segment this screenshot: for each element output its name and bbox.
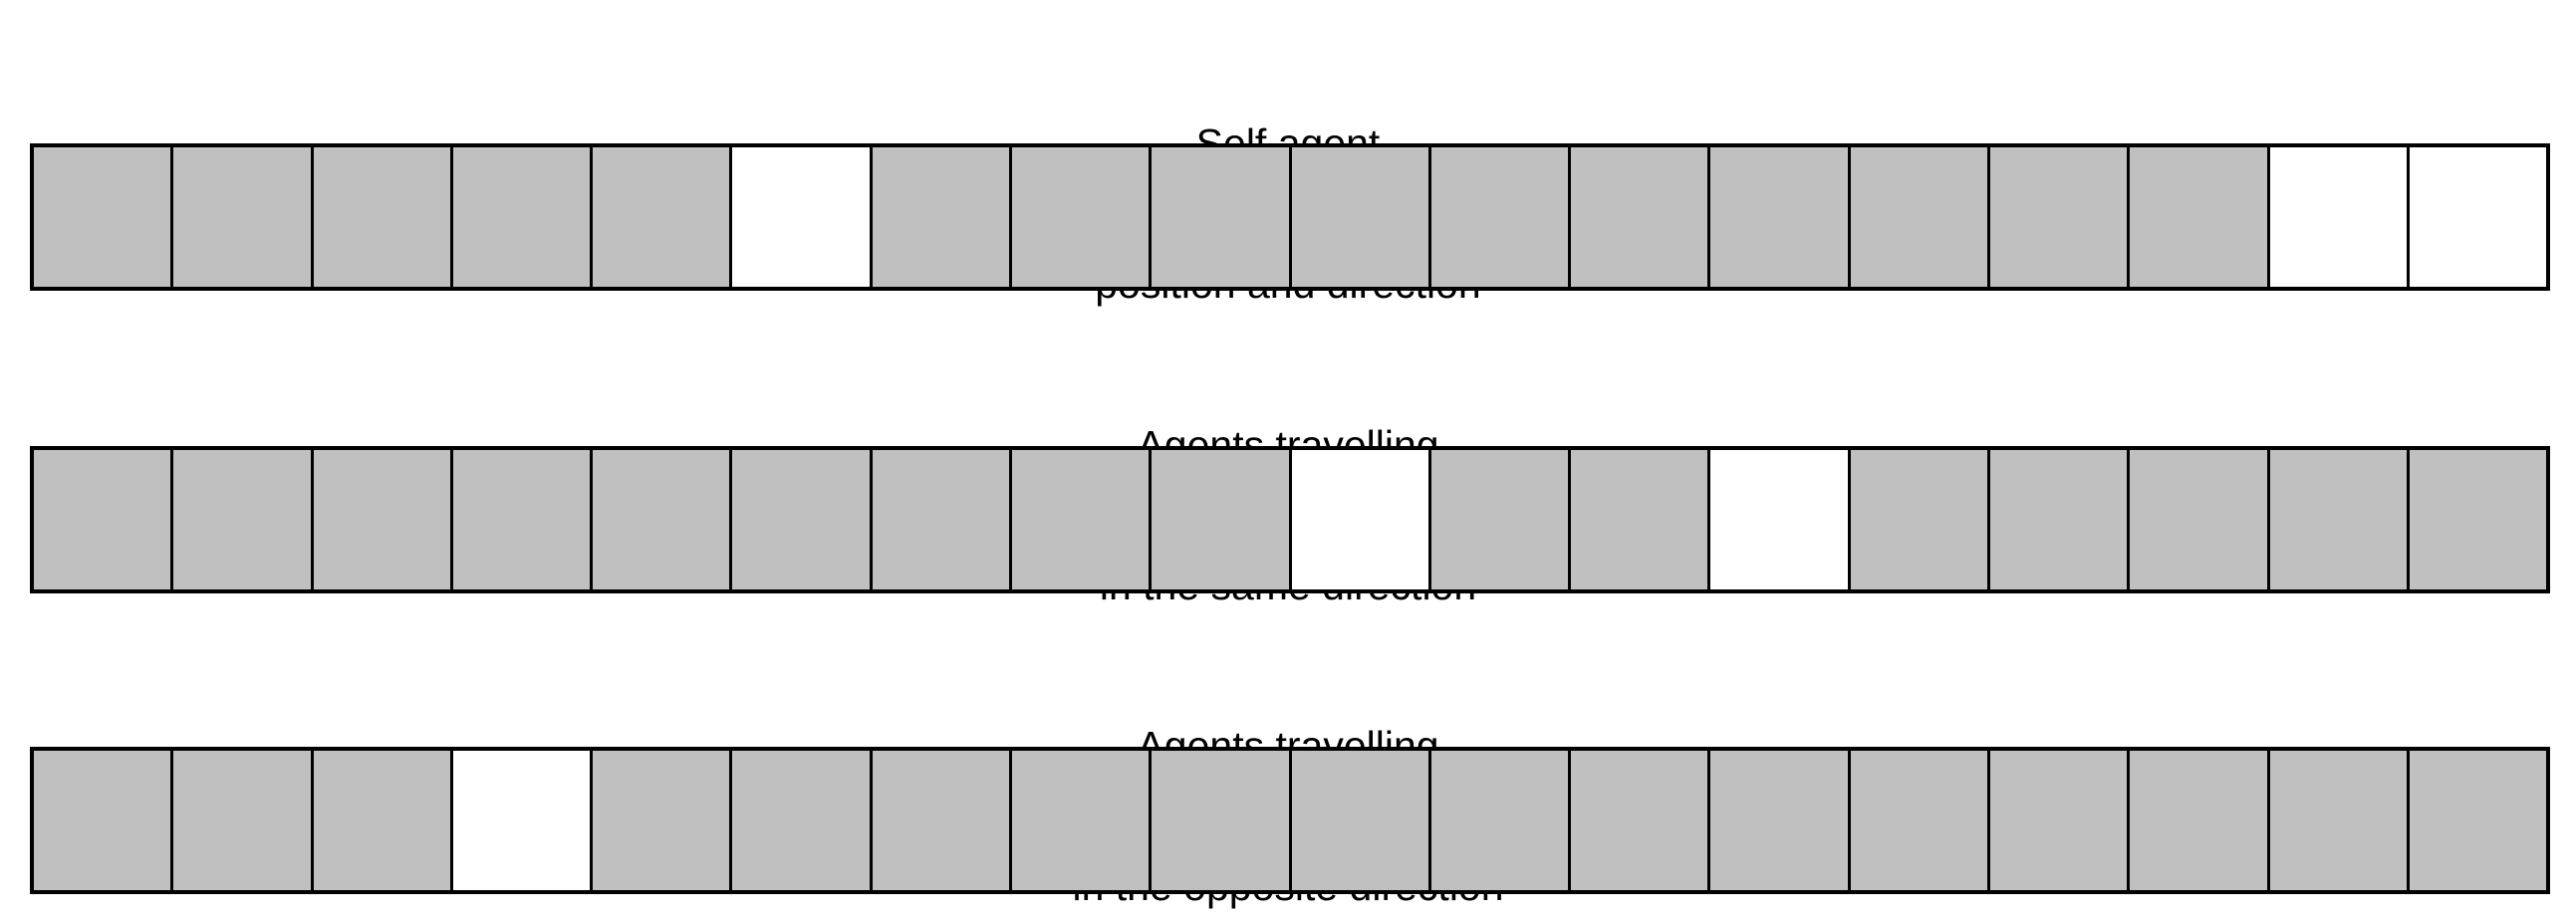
grid-cell-occupied [2266,447,2410,592]
grid-cell-occupied [1707,144,1851,290]
grid-cell-occupied [1986,748,2131,893]
grid-cell-occupied [310,144,453,290]
grid-cell-occupied [590,447,733,592]
grid-cell-occupied [449,447,594,592]
grid-cell-occupied [1986,447,2131,592]
grid-cell-empty [1707,447,1851,592]
grid-cell-occupied [1427,447,1572,592]
grid-cell-occupied [1986,144,2131,290]
grid-cell-occupied [1847,144,1990,290]
grid-cell-empty [1288,447,1431,592]
grid-cell-occupied [170,447,314,592]
grid-cell-occupied [310,447,453,592]
occupancy-row-same-direction [30,446,2550,593]
grid-cell-empty [729,144,873,290]
grid-cell-occupied [1847,748,1990,893]
grid-cell-empty [2406,144,2550,290]
grid-cell-occupied [1568,144,1711,290]
grid-cell-occupied [2406,447,2550,592]
grid-cell-occupied [1847,447,1990,592]
grid-cell-occupied [1149,447,1292,592]
grid-cell-occupied [1008,447,1153,592]
occupancy-row-self-agent [30,143,2550,291]
grid-cell-occupied [869,144,1012,290]
grid-cell-empty [2266,144,2410,290]
grid-cell-occupied [869,748,1012,893]
grid-cell-occupied [2127,144,2270,290]
grid-cell-occupied [2406,748,2550,893]
grid-cell-occupied [170,748,314,893]
grid-cell-occupied [869,447,1012,592]
grid-cell-occupied [310,748,453,893]
grid-cell-occupied [729,748,873,893]
grid-cell-occupied [449,144,594,290]
occupancy-row-opposite-direction [30,747,2550,894]
grid-cell-occupied [31,144,174,290]
grid-cell-occupied [2266,748,2410,893]
grid-cell-occupied [1427,144,1572,290]
grid-cell-occupied [170,144,314,290]
grid-cell-occupied [31,447,174,592]
grid-cell-occupied [1008,748,1153,893]
grid-cell-occupied [31,748,174,893]
grid-cell-occupied [1707,748,1851,893]
grid-cell-occupied [1149,144,1292,290]
grid-cell-occupied [2127,748,2270,893]
grid-cell-occupied [1568,748,1711,893]
grid-cell-occupied [590,748,733,893]
grid-cell-occupied [1008,144,1153,290]
grid-cell-empty [449,748,594,893]
grid-cell-occupied [590,144,733,290]
grid-cell-occupied [1288,748,1431,893]
grid-cell-occupied [2127,447,2270,592]
grid-cell-occupied [1288,144,1431,290]
grid-cell-occupied [1427,748,1572,893]
grid-cell-occupied [729,447,873,592]
grid-cell-occupied [1568,447,1711,592]
grid-cell-occupied [1149,748,1292,893]
